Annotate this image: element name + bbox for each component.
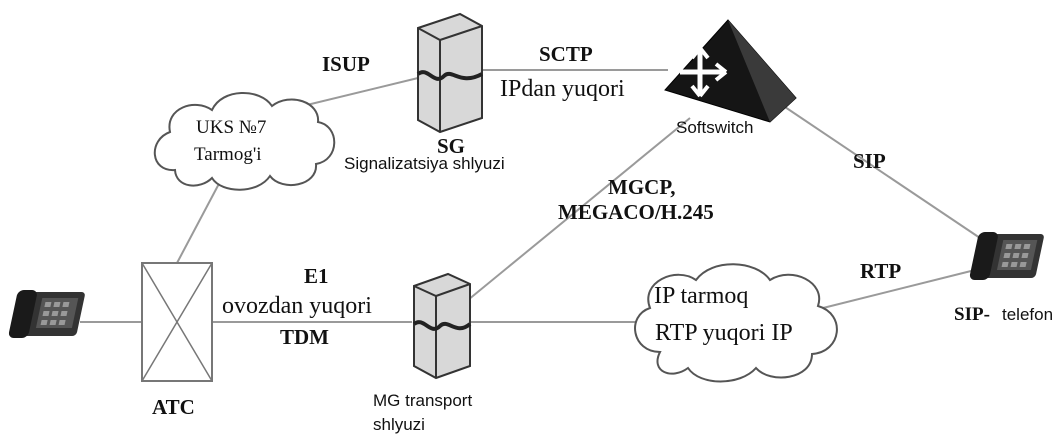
atc-label: ATC (152, 395, 195, 419)
link-softswitch-sip (781, 104, 981, 239)
sip-phone-label: SIP- (954, 304, 990, 325)
link-labels: ISUP SCTP IPdan yuqori SIP MGCP, MEGACO/… (222, 42, 901, 349)
mg-label: MG transport (373, 391, 472, 410)
cloud-icon (634, 263, 838, 383)
sip-label: SIP (853, 149, 886, 173)
uks-network-label: Tarmog'i (194, 144, 262, 165)
sg-label: SG (437, 134, 465, 158)
sip-phone: SIP- telefon (954, 232, 1053, 325)
server-icon (412, 272, 472, 380)
sg-caption: Signalizatsiya shlyuzi (344, 154, 505, 173)
rtp-label: RTP (860, 259, 901, 283)
desk-phone-icon (969, 232, 1044, 280)
e1-label: E1 (304, 264, 329, 288)
ip-cloud: IP tarmoq RTP yuqori IP (634, 263, 838, 383)
isup-label: ISUP (322, 52, 370, 76)
tdm-label: TDM (280, 325, 329, 349)
sip-phone-label-2: telefon (1002, 305, 1053, 324)
voice-above-label: ovozdan yuqori (222, 293, 372, 319)
megaco-label: MEGACO/H.245 (558, 200, 714, 224)
link-softswitch-mg (467, 117, 691, 301)
sctp-label: SCTP (539, 42, 593, 66)
desk-phone-icon (8, 290, 85, 338)
cloud-icon (153, 92, 336, 191)
sg-node: SG Signalizatsiya shlyuzi (344, 12, 505, 173)
softswitch-label: Softswitch (676, 118, 753, 137)
link-ipcloud-sip (814, 269, 976, 311)
left-phone (8, 290, 85, 338)
softswitch-arrows-icon (664, 19, 797, 123)
server-icon (416, 12, 483, 134)
atc-node: ATC (141, 262, 213, 419)
link-atc-uks (176, 177, 223, 264)
switch-box-icon (141, 262, 213, 382)
mg-node: MG transport shlyuzi (373, 272, 472, 434)
uks-cloud: UKS №7 Tarmog'i (153, 92, 336, 191)
softswitch-node: Softswitch (664, 19, 797, 137)
uks-label: UKS №7 (196, 117, 266, 138)
ip-network-label: IP tarmoq (654, 283, 748, 309)
mgcp-label: MGCP, (608, 175, 675, 199)
ip-above-label: IPdan yuqori (500, 76, 625, 102)
rtp-over-ip-label: RTP yuqori IP (655, 320, 793, 346)
mg-label-2: shlyuzi (373, 415, 425, 434)
